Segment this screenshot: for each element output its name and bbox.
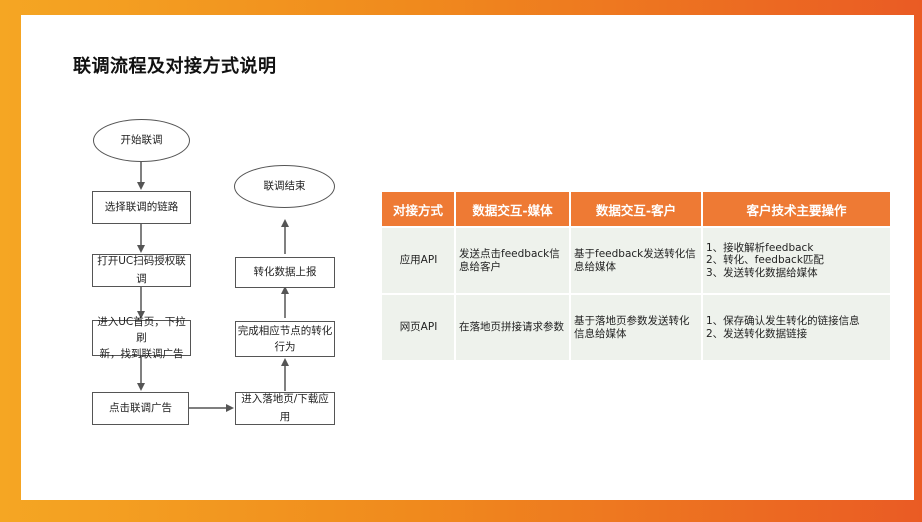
table-cell-ops: 1、接收解析feedback 2、转化、feedback匹配 3、发送转化数据给…: [702, 226, 890, 294]
flow-step-label: 点击联调广告: [109, 401, 172, 414]
table-cell-method: 网页API: [382, 293, 456, 360]
table-cell-media: 在落地页拼接请求参数: [455, 293, 571, 360]
flow-step-label: 打开UC扫码授权联调: [97, 254, 186, 285]
flow-start-node: 开始联调: [93, 119, 190, 162]
flow-step-click-ad: 点击联调广告: [92, 392, 189, 425]
table-header-media: 数据交互-媒体: [455, 192, 571, 227]
flow-connectors: [137, 162, 289, 412]
slide-title: 联调流程及对接方式说明: [73, 56, 277, 77]
table-header-client: 数据交互-客户: [570, 192, 703, 227]
slide-canvas: 联调流程及对接方式说明 开始联调 选择联调的链路 打开UC扫码授权联调 进入UC…: [21, 15, 914, 500]
table-cell-ops: 1、保存确认发生转化的链接信息 2、发送转化数据链接: [702, 293, 890, 360]
flow-step-label-line1: 完成相应节点的转化: [237, 324, 333, 337]
table-header-ops: 客户技术主要操作: [702, 192, 890, 227]
flow-step-label: 选择联调的链路: [104, 200, 179, 213]
table-cell-method: 应用API: [382, 226, 456, 294]
flow-step-landing-download: 进入落地页/下载应用: [235, 392, 335, 425]
flow-step-select-link: 选择联调的链路: [92, 191, 191, 224]
table-row: 应用API 发送点击feedback信息给客户 基于feedback发送转化信息…: [382, 226, 890, 294]
flow-step-report-conversion: 转化数据上报: [235, 257, 335, 288]
flow-start-label: 开始联调: [120, 133, 163, 146]
flow-step-label-line2: 新，找到联调广告: [99, 348, 184, 361]
flow-step-label-line1: 进入UC首页，下拉刷: [97, 315, 186, 344]
op-line: 2、转化、feedback匹配: [706, 254, 824, 267]
flow-step-complete-conversion: 完成相应节点的转化 行为: [235, 321, 335, 357]
op-line: 2、发送转化数据链接: [706, 327, 808, 340]
flow-step-label: 转化数据上报: [253, 265, 317, 278]
table-row: 网页API 在落地页拼接请求参数 基于落地页参数发送转化信息给媒体 1、保存确认…: [382, 293, 890, 360]
table-cell-media: 发送点击feedback信息给客户: [455, 226, 571, 294]
table-header-row: 对接方式 数据交互-媒体 数据交互-客户 客户技术主要操作: [382, 192, 890, 227]
op-line: 1、保存确认发生转化的链接信息: [706, 315, 860, 328]
table-cell-client: 基于落地页参数发送转化信息给媒体: [570, 293, 703, 360]
flow-step-label: 进入落地页/下载应用: [241, 392, 329, 423]
op-line: 1、接收解析feedback: [706, 242, 814, 255]
flow-end-label: 联调结束: [263, 179, 306, 192]
flow-end-node: 联调结束: [234, 165, 335, 208]
flow-step-scan-authorize: 打开UC扫码授权联调: [92, 254, 191, 287]
flow-step-label-line2: 行为: [274, 341, 296, 353]
op-line: 3、发送转化数据给媒体: [706, 266, 818, 279]
table-header-method: 对接方式: [382, 192, 456, 227]
table-cell-client: 基于feedback发送转化信息给媒体: [570, 226, 703, 294]
flow-step-find-ad: 进入UC首页，下拉刷 新，找到联调广告: [92, 316, 191, 360]
integration-method-table: 对接方式 数据交互-媒体 数据交互-客户 客户技术主要操作 应用API 发送点击…: [382, 192, 890, 360]
